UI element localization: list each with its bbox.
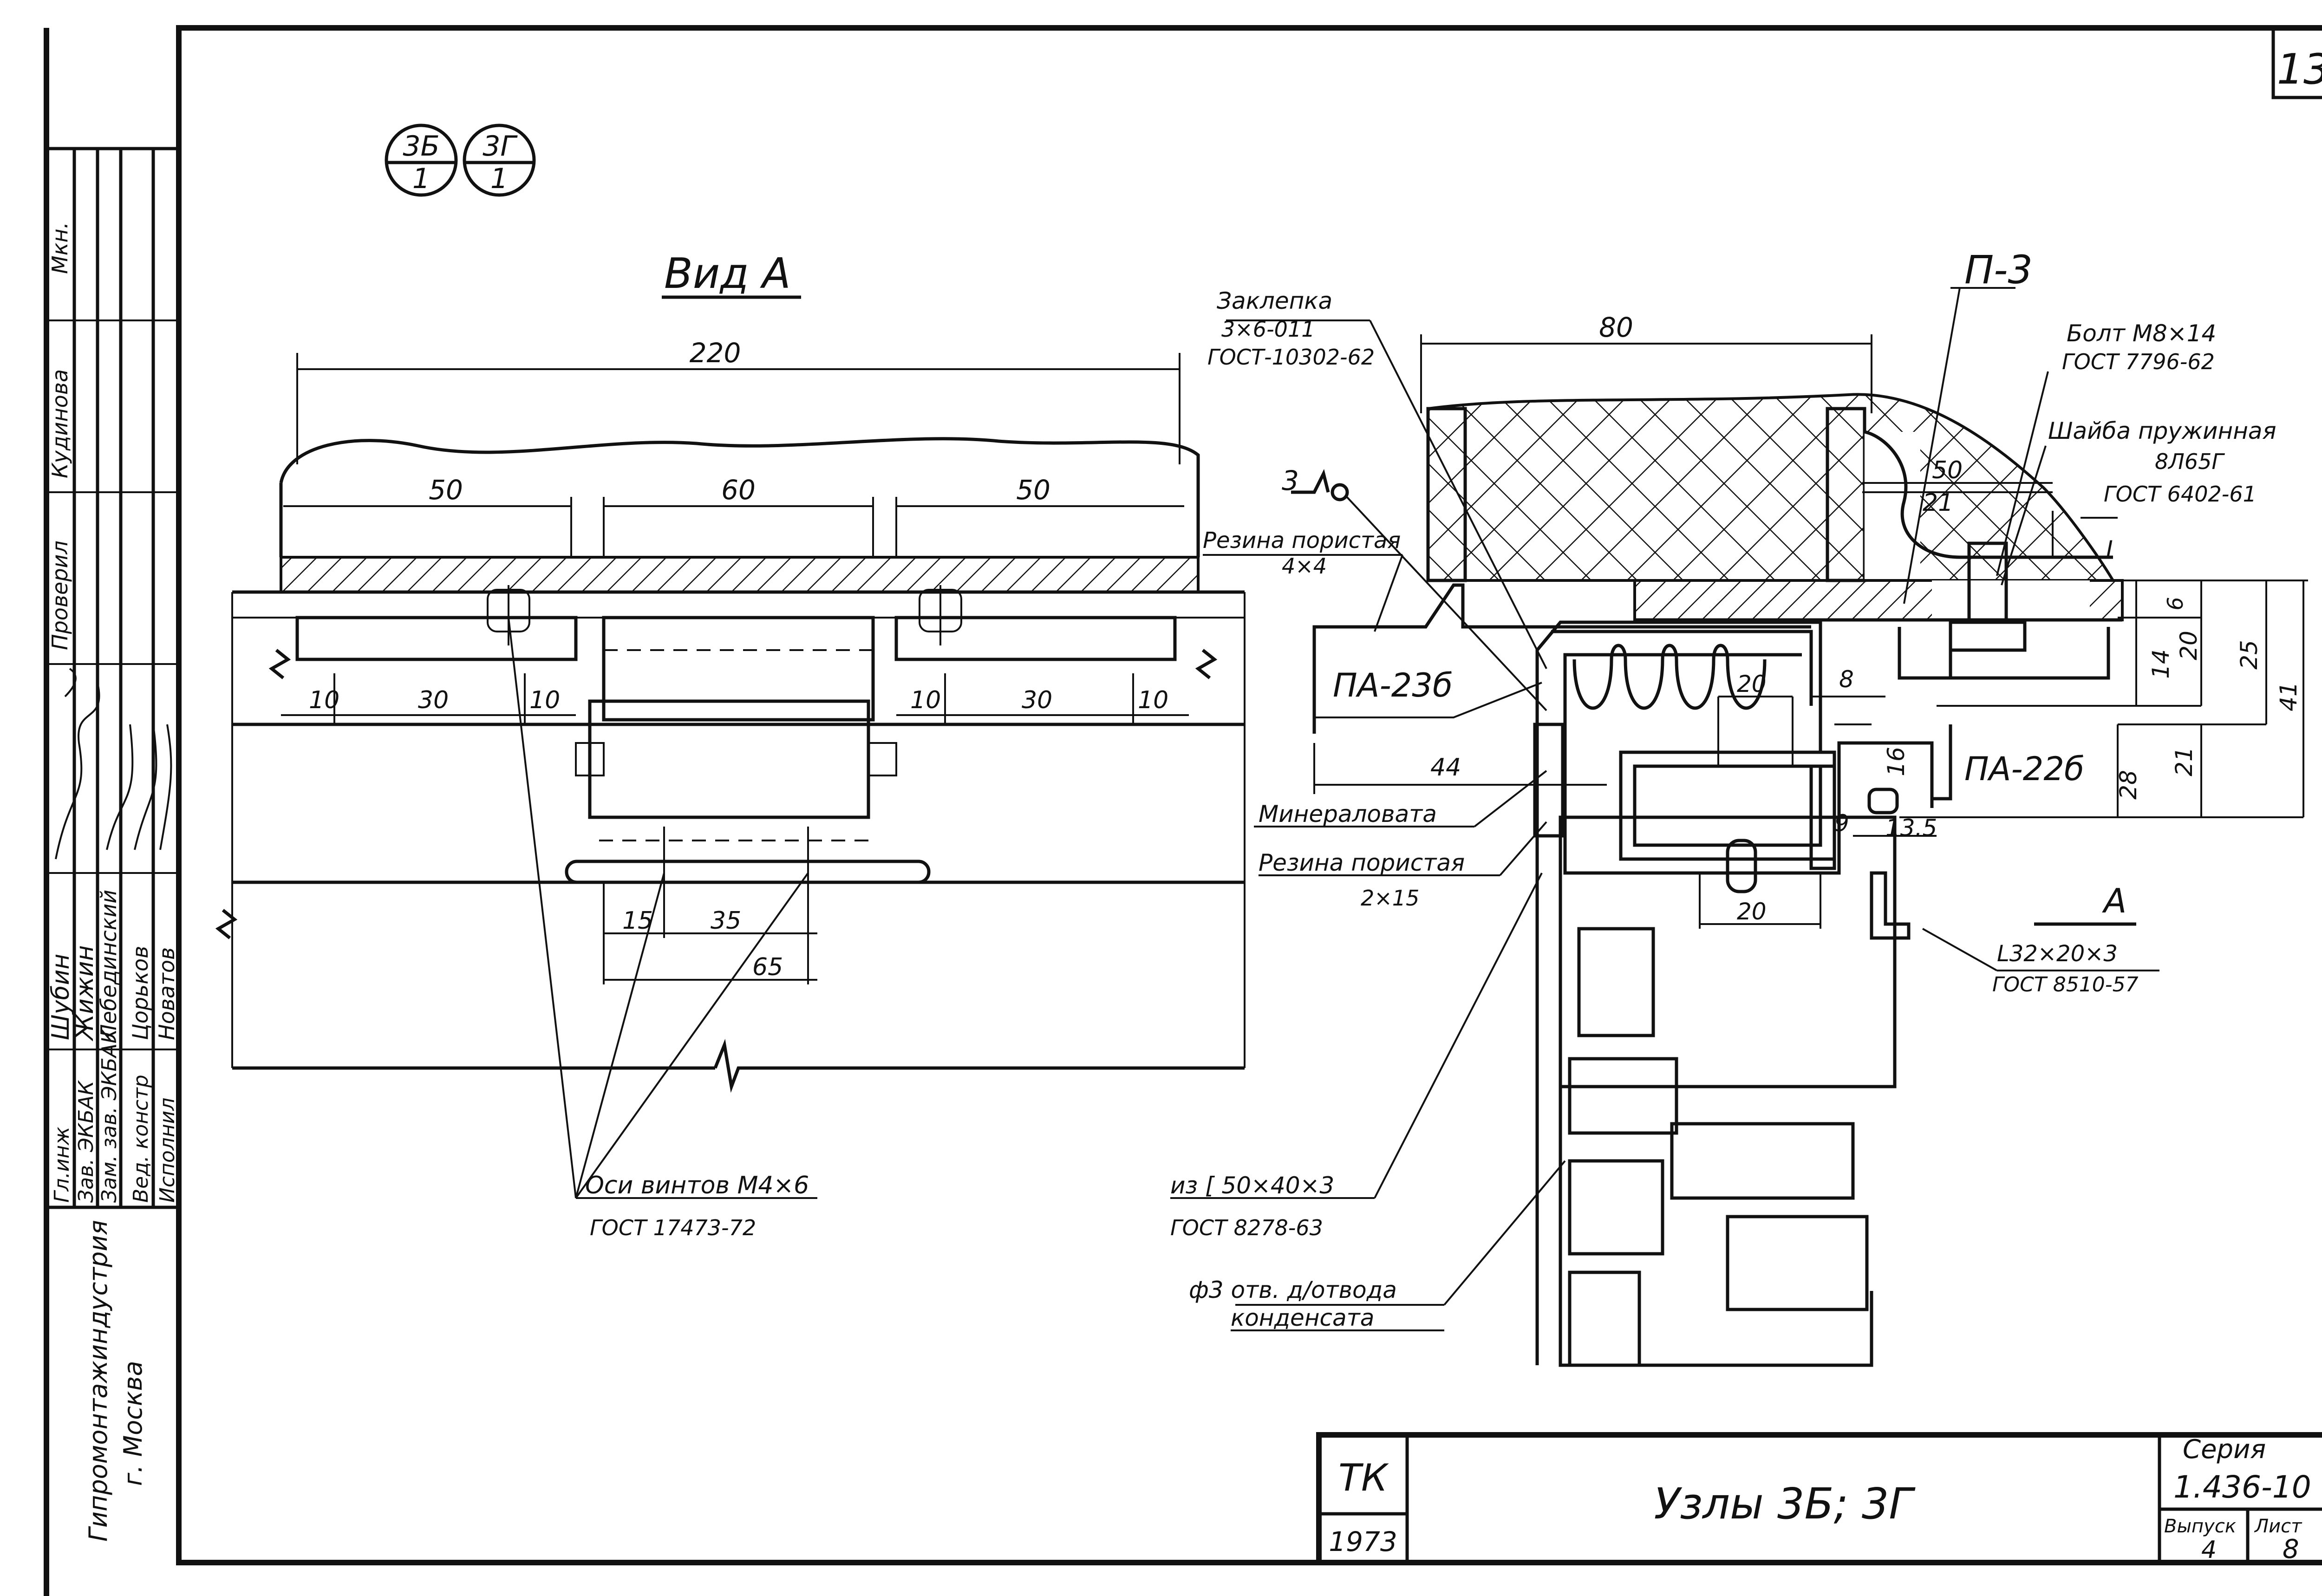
dim-25: 25 <box>2236 640 2263 670</box>
stamp-name-3: Лебединский <box>96 890 121 1041</box>
drawing-title: Узлы 3Б; 3Г <box>1654 1479 1916 1529</box>
stamp-name-1: Шубин <box>47 954 75 1040</box>
stamp-role-5: Исполнил <box>156 1098 179 1203</box>
angle-gost: ГОСТ 8510-57 <box>1992 973 2139 997</box>
stamp-label-3: Проверил <box>47 541 72 650</box>
view-a-drawing <box>215 353 1246 1199</box>
washer-gost: ГОСТ 6402-61 <box>2104 482 2257 507</box>
dim-13-5: 13.5 <box>1885 814 1937 841</box>
sheet-index: 8 <box>2283 1534 2299 1564</box>
stamp-city: г. Москва <box>118 1361 148 1486</box>
dim-30-a: 30 <box>418 686 449 714</box>
node-marker-1-bottom: 1 <box>412 163 430 195</box>
dim-41: 41 <box>2275 682 2302 711</box>
stamp-role-4: Вед. констр <box>129 1075 153 1203</box>
dim-10-d: 10 <box>1138 686 1168 714</box>
node-marker-2-bottom: 1 <box>490 163 508 195</box>
bolt-name: Болт М8×14 <box>2067 320 2216 347</box>
stamp-role-1: Гл.инж <box>50 1127 74 1203</box>
washer-spec: 8Л65Г <box>2155 449 2225 474</box>
dim-9: 9 <box>1834 810 1849 837</box>
sheet-frame <box>44 25 2322 1596</box>
drain-hole-note-2: конденсата <box>1231 1304 1374 1331</box>
dim-15: 15 <box>622 907 653 935</box>
node-markers <box>385 124 536 197</box>
dim-44: 44 <box>1430 754 1461 782</box>
angle-spec: L32×20×3 <box>1997 941 2118 967</box>
mark-i: I <box>2106 536 2113 563</box>
dim-80: 80 <box>1599 312 1633 343</box>
dim-20: 20 <box>2175 631 2202 660</box>
stamp-signatures <box>55 668 172 860</box>
section-drawing <box>1170 287 2308 1367</box>
stamp-role-3: Зам. зав. ЭКБАК <box>98 1028 121 1203</box>
dim-21-b: 21 <box>2171 747 2198 776</box>
dim-20-c: 20 <box>1737 898 1767 925</box>
stamp-name-4: Цорьков <box>128 946 153 1040</box>
dim-30-b: 30 <box>1022 686 1052 714</box>
dim-21: 21 <box>1923 489 1953 517</box>
issue-label: Выпуск <box>2164 1516 2236 1537</box>
title-block <box>1316 1432 2322 1565</box>
stamp-name-5: Новатов <box>154 947 179 1040</box>
stamp-name-2: Жижин <box>71 945 99 1042</box>
screws-gost: ГОСТ 17473-72 <box>590 1215 756 1240</box>
dim-10-b: 10 <box>529 686 560 714</box>
rivet-name: Заклепка <box>1217 287 1332 314</box>
dim-50-left: 50 <box>429 474 463 506</box>
series-label: Серия <box>2183 1434 2266 1465</box>
view-a-marker: А <box>2102 881 2126 920</box>
dim-220: 220 <box>690 337 741 369</box>
dim-8: 8 <box>1839 666 1854 693</box>
title-year: 1973 <box>1329 1526 1397 1557</box>
rubber-2x15-size: 2×15 <box>1361 886 1419 911</box>
channel-spec: из [ 50×40×3 <box>1170 1172 1334 1199</box>
washer-name: Шайба пружинная <box>2048 417 2276 444</box>
series-number: 1.436-10 <box>2173 1469 2311 1505</box>
node-marker-2-top: 3Г <box>483 130 518 163</box>
sheet-number: 13 <box>2277 45 2322 94</box>
dim-35: 35 <box>711 907 741 935</box>
rivet-spec: 3×6-011 <box>1221 317 1315 342</box>
label-pa23: ПА-23б <box>1333 666 1453 704</box>
stamp-organization: Гипромонтажиндустрия <box>84 1220 113 1542</box>
dim-65: 65 <box>752 953 783 981</box>
rivet-gost: ГОСТ-10302-62 <box>1207 345 1375 370</box>
dim-60: 60 <box>721 474 756 506</box>
dim-28: 28 <box>2115 770 2142 800</box>
channel-gost: ГОСТ 8278-63 <box>1170 1215 1323 1240</box>
stamp-label-2: Кудинова <box>47 369 72 478</box>
rubber-2x15-name: Резина пористая <box>1259 849 1465 876</box>
dim-20-b: 20 <box>1737 671 1767 697</box>
issue-number: 4 <box>2201 1536 2217 1564</box>
stamp-label-1: Мкн. <box>47 222 72 274</box>
rubber-4x4-size: 4×4 <box>1282 554 1327 579</box>
dim-6: 6 <box>2163 597 2188 610</box>
stamp-role-2: Зав. ЭКБАК <box>74 1080 98 1203</box>
title-org: ТК <box>1338 1456 1389 1499</box>
bolt-gost: ГОСТ 7796-62 <box>2062 349 2215 374</box>
drain-hole-note: ф3 отв. д/отвода <box>1189 1277 1397 1303</box>
node-marker-1-top: 3Б <box>403 130 439 163</box>
view-a-title: Вид А <box>664 249 791 298</box>
mineral-wool-label: Минераловата <box>1259 801 1437 827</box>
rubber-4x4-name: Резина пористая <box>1203 528 1401 554</box>
weld-symbol: 3 <box>1282 465 1299 496</box>
dim-50: 50 <box>1932 456 1963 484</box>
dim-10-c: 10 <box>910 686 941 714</box>
dim-16: 16 <box>1883 747 1910 776</box>
dim-50-right: 50 <box>1016 474 1050 506</box>
dim-14: 14 <box>2147 649 2174 679</box>
sheet-label: Лист <box>2254 1516 2302 1537</box>
label-pa22: ПА-22б <box>1964 750 2084 788</box>
dim-10-a: 10 <box>309 686 339 714</box>
label-p3: П-3 <box>1964 247 2033 293</box>
screws-note: Оси винтов М4×6 <box>585 1172 809 1199</box>
side-stamp <box>46 147 179 1209</box>
